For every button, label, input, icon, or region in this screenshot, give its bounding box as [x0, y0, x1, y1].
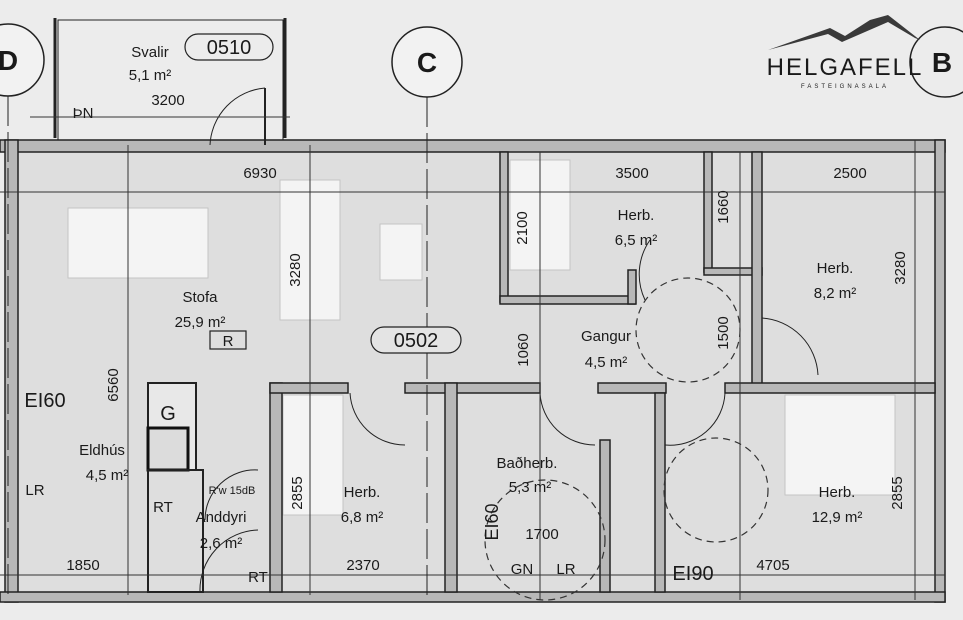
svg-text:4705: 4705: [756, 557, 789, 574]
dimension-lines: [0, 116, 945, 600]
svg-text:G: G: [160, 403, 176, 425]
svg-text:6560: 6560: [105, 368, 122, 401]
svg-text:GN: GN: [511, 561, 534, 578]
annotations: ÞN G EI60 EI60 EI90 LR LR GN RT RT R'w 1…: [24, 105, 713, 586]
svg-text:RT: RT: [248, 569, 268, 586]
room-name: Herb.: [819, 484, 856, 501]
svg-text:2855: 2855: [289, 476, 306, 509]
room-name: Herb.: [817, 260, 854, 277]
svg-text:3280: 3280: [287, 253, 304, 286]
room-area: 4,5 m²: [86, 467, 129, 484]
svg-text:2500: 2500: [833, 165, 866, 182]
svg-text:2370: 2370: [346, 557, 379, 574]
room-area: 4,5 m²: [585, 354, 628, 371]
grid-marker-d: D: [0, 23, 45, 600]
room-name: Herb.: [344, 484, 381, 501]
walls: [0, 139, 946, 603]
svg-text:2855: 2855: [889, 476, 906, 509]
svg-text:3500: 3500: [615, 165, 648, 182]
svg-text:EI60: EI60: [482, 503, 502, 540]
room-name: Herb.: [618, 207, 655, 224]
svg-text:1700: 1700: [525, 526, 558, 543]
room-area: 2,6 m²: [200, 535, 243, 552]
svg-text:1500: 1500: [715, 316, 732, 349]
dimension-labels: 3200 6930 3280 6560 1850 2855 2370 3500 …: [66, 92, 909, 574]
r-box: R: [209, 330, 247, 350]
svg-text:FASTEIGNASALA: FASTEIGNASALA: [801, 84, 889, 90]
svg-text:3200: 3200: [151, 92, 184, 109]
room-area: 6,8 m²: [341, 509, 384, 526]
room-area: 8,2 m²: [814, 285, 857, 302]
svg-text:1850: 1850: [66, 557, 99, 574]
svg-text:6930: 6930: [243, 165, 276, 182]
svg-text:R'w 15dB: R'w 15dB: [209, 485, 256, 497]
room-tag-0502: 0502: [370, 326, 462, 354]
svg-text:3280: 3280: [892, 251, 909, 284]
svg-text:EI90: EI90: [672, 563, 713, 585]
svg-text:R: R: [223, 333, 234, 350]
door-swings: [199, 87, 819, 601]
room-tag-0510: 0510: [184, 33, 274, 61]
svg-text:RT: RT: [153, 499, 173, 516]
room-name: Anddyri: [196, 509, 247, 526]
svg-text:1060: 1060: [515, 333, 532, 366]
room-name: Baðherb.: [497, 455, 558, 472]
room-name: Svalir: [131, 44, 169, 61]
room-name: Stofa: [182, 289, 218, 306]
room-area: 5,3 m²: [509, 479, 552, 496]
svg-text:0502: 0502: [394, 330, 439, 352]
grid-marker-b: B: [909, 26, 963, 98]
svg-text:2100: 2100: [514, 211, 531, 244]
room-labels: Svalir 5,1 m² Stofa 25,9 m² Eldhús 4,5 m…: [79, 44, 862, 552]
svg-text:LR: LR: [556, 561, 575, 578]
furniture: [67, 159, 896, 516]
svg-text:B: B: [932, 47, 952, 78]
helgafell-logo: HELGAFELL FASTEIGNASALA: [767, 15, 945, 90]
room-area: 5,1 m²: [129, 67, 172, 84]
svg-text:EI60: EI60: [24, 390, 65, 412]
svg-text:0510: 0510: [207, 37, 252, 59]
svg-text:C: C: [417, 47, 437, 78]
room-area: 12,9 m²: [812, 509, 863, 526]
room-area: 6,5 m²: [615, 232, 658, 249]
grid-marker-c: C: [391, 26, 463, 600]
room-name: Eldhús: [79, 442, 125, 459]
room-area: 25,9 m²: [175, 314, 226, 331]
svg-text:HELGAFELL: HELGAFELL: [767, 54, 924, 81]
room-name: Gangur: [581, 328, 631, 345]
svg-text:D: D: [0, 45, 18, 76]
svg-text:LR: LR: [25, 482, 44, 499]
svg-text:1660: 1660: [715, 190, 732, 223]
svg-text:ÞN: ÞN: [73, 105, 94, 122]
